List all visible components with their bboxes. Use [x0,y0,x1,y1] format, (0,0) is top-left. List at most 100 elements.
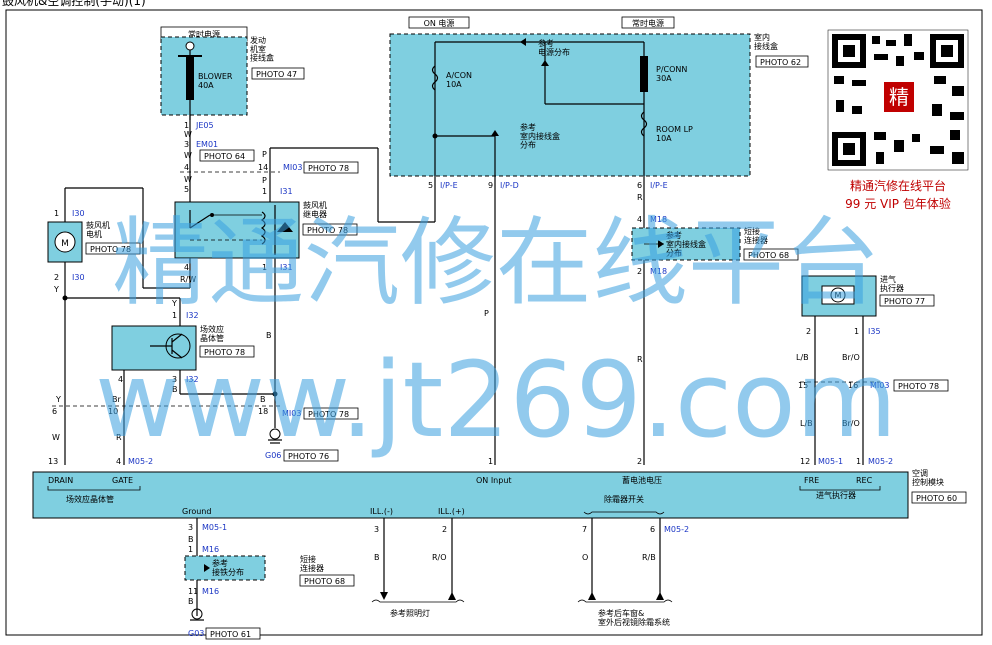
ac-control-module [32,471,909,519]
m05-2-connector-bottom: M05-2 [664,525,689,534]
je05-connector: JE05 [195,121,214,130]
svg-text:2: 2 [637,457,642,466]
svg-text:13: 13 [48,457,58,466]
engine-room-fuse-box [160,36,248,116]
ref-indoor-junction-2: 参考室内接线盒分布 [666,230,706,258]
mi03-connector-right: MI03 [870,381,889,390]
ground-g06-icon [269,428,281,440]
svg-text:10: 10 [108,407,118,416]
svg-text:M: M [61,239,69,249]
ill-minus-label: ILL.(-) [370,507,393,516]
m05-2-connector-right: M05-2 [868,457,893,466]
photo-78-box-3 [85,242,141,255]
ip-e-connector-1: I/P-E [440,181,458,190]
photo-77: PHOTO 77 [884,297,925,306]
drain-label: DRAIN [48,476,73,485]
photo-68-box-2 [299,574,355,587]
svg-text:M: M [835,291,842,300]
photo-61: PHOTO 61 [210,630,251,639]
blower-fuse-icon [186,56,194,100]
photo-76-box [283,449,339,462]
svg-text:6: 6 [650,525,655,534]
photo-78-box-4 [199,345,255,358]
i32-connector-top: I32 [186,311,199,320]
photo-62: PHOTO 62 [760,58,801,67]
svg-text:B: B [374,553,380,562]
svg-text:R/O: R/O [432,553,447,562]
blower-motor-label: 鼓风机电机 [86,220,110,239]
svg-text:O: O [582,553,588,562]
constant-power-label-box-2 [621,16,675,29]
promo-line-1: 精通汽修在线平台 [850,178,946,193]
photo-62-box [755,55,809,68]
i31-connector-top: I31 [280,187,293,196]
svg-text:1: 1 [262,263,267,272]
photo-77-box [879,294,935,307]
em01-connector: EM01 [196,140,218,149]
svg-text:16: 16 [848,381,858,390]
qr-code-image: 精 [827,29,969,171]
mi03-connector-top: MI03 [283,163,302,172]
blower-relay-box [174,201,300,259]
ac-module-label: 空调控制模块 [912,468,944,487]
ref-defrost-system: 参考后车窗&室外后视镜除霜系统 [598,608,670,627]
svg-text:3: 3 [188,523,193,532]
constant-power-label-2: 常时电源 [632,18,664,28]
m05-1-connector-right: M05-1 [818,457,843,466]
svg-text:2: 2 [54,273,59,282]
m16-connector-bottom: M16 [202,587,219,596]
engine-room-box-label: 发动机室接线盒 [250,35,274,63]
g06-label: G06 [265,451,281,460]
intake-motor-icon [830,287,846,303]
photo-47: PHOTO 47 [256,70,297,79]
svg-text:P: P [484,309,489,318]
fuse-terminal-icon [185,41,195,51]
i31-connector-bottom: I31 [280,263,293,272]
promo-line-2: 99 元 VIP 包年体验 [845,196,951,211]
photo-61-box [205,627,261,640]
ref-power-distribution: 参考电源分布 [538,38,570,57]
photo-68-box [743,248,799,261]
fet-module-label: 场效应晶体管 [66,494,114,504]
ref-ground-distribution: 参考接铁分布 [212,558,244,577]
defrost-switch-label: 除霜器开关 [604,494,644,504]
photo-47-box [251,67,305,80]
fre-label: FRE [804,476,819,485]
svg-text:4: 4 [637,215,642,224]
svg-text:1: 1 [262,187,267,196]
ill-plus-label: ILL.(+) [438,507,465,516]
svg-text:4: 4 [116,457,121,466]
svg-text:11: 11 [188,587,198,596]
svg-text:Y: Y [55,395,61,404]
svg-text:B: B [260,395,266,404]
watermark-chinese: 精通汽修在线平台 [112,207,880,319]
svg-text:14: 14 [258,163,268,172]
ground-short-connector-box [184,555,266,581]
acon-fuse-icon [431,65,439,91]
photo-78-e: PHOTO 78 [308,410,349,419]
i32-connector-bottom: I32 [186,375,199,384]
ip-d-connector: I/P-D [500,181,519,190]
ref-indoor-junction: 参考室内接线盒分布 [520,122,560,150]
i35-connector: I35 [868,327,881,336]
svg-text:7: 7 [582,525,587,534]
short-connector-label: 短接连接器 [744,226,768,245]
svg-text:Br/O: Br/O [842,419,860,428]
ground-g03-icon [191,608,203,620]
svg-text:1: 1 [188,545,193,554]
svg-text:W: W [184,130,192,139]
svg-text:Y: Y [53,285,59,294]
pconn-fuse-icon [640,56,648,92]
photo-64-box [199,149,255,162]
svg-text:L/B: L/B [800,419,813,428]
ground-label: Ground [182,507,211,516]
photo-64: PHOTO 64 [204,152,245,161]
photo-78-d: PHOTO 78 [204,348,245,357]
svg-text:4: 4 [184,163,189,172]
photo-78-box-2 [302,223,358,236]
svg-text:R/B: R/B [642,553,656,562]
indoor-box-label: 室内接线盒 [754,32,778,51]
fet-component-label: 场效应晶体管 [200,324,224,343]
m18-connector-bottom: M18 [650,267,667,276]
